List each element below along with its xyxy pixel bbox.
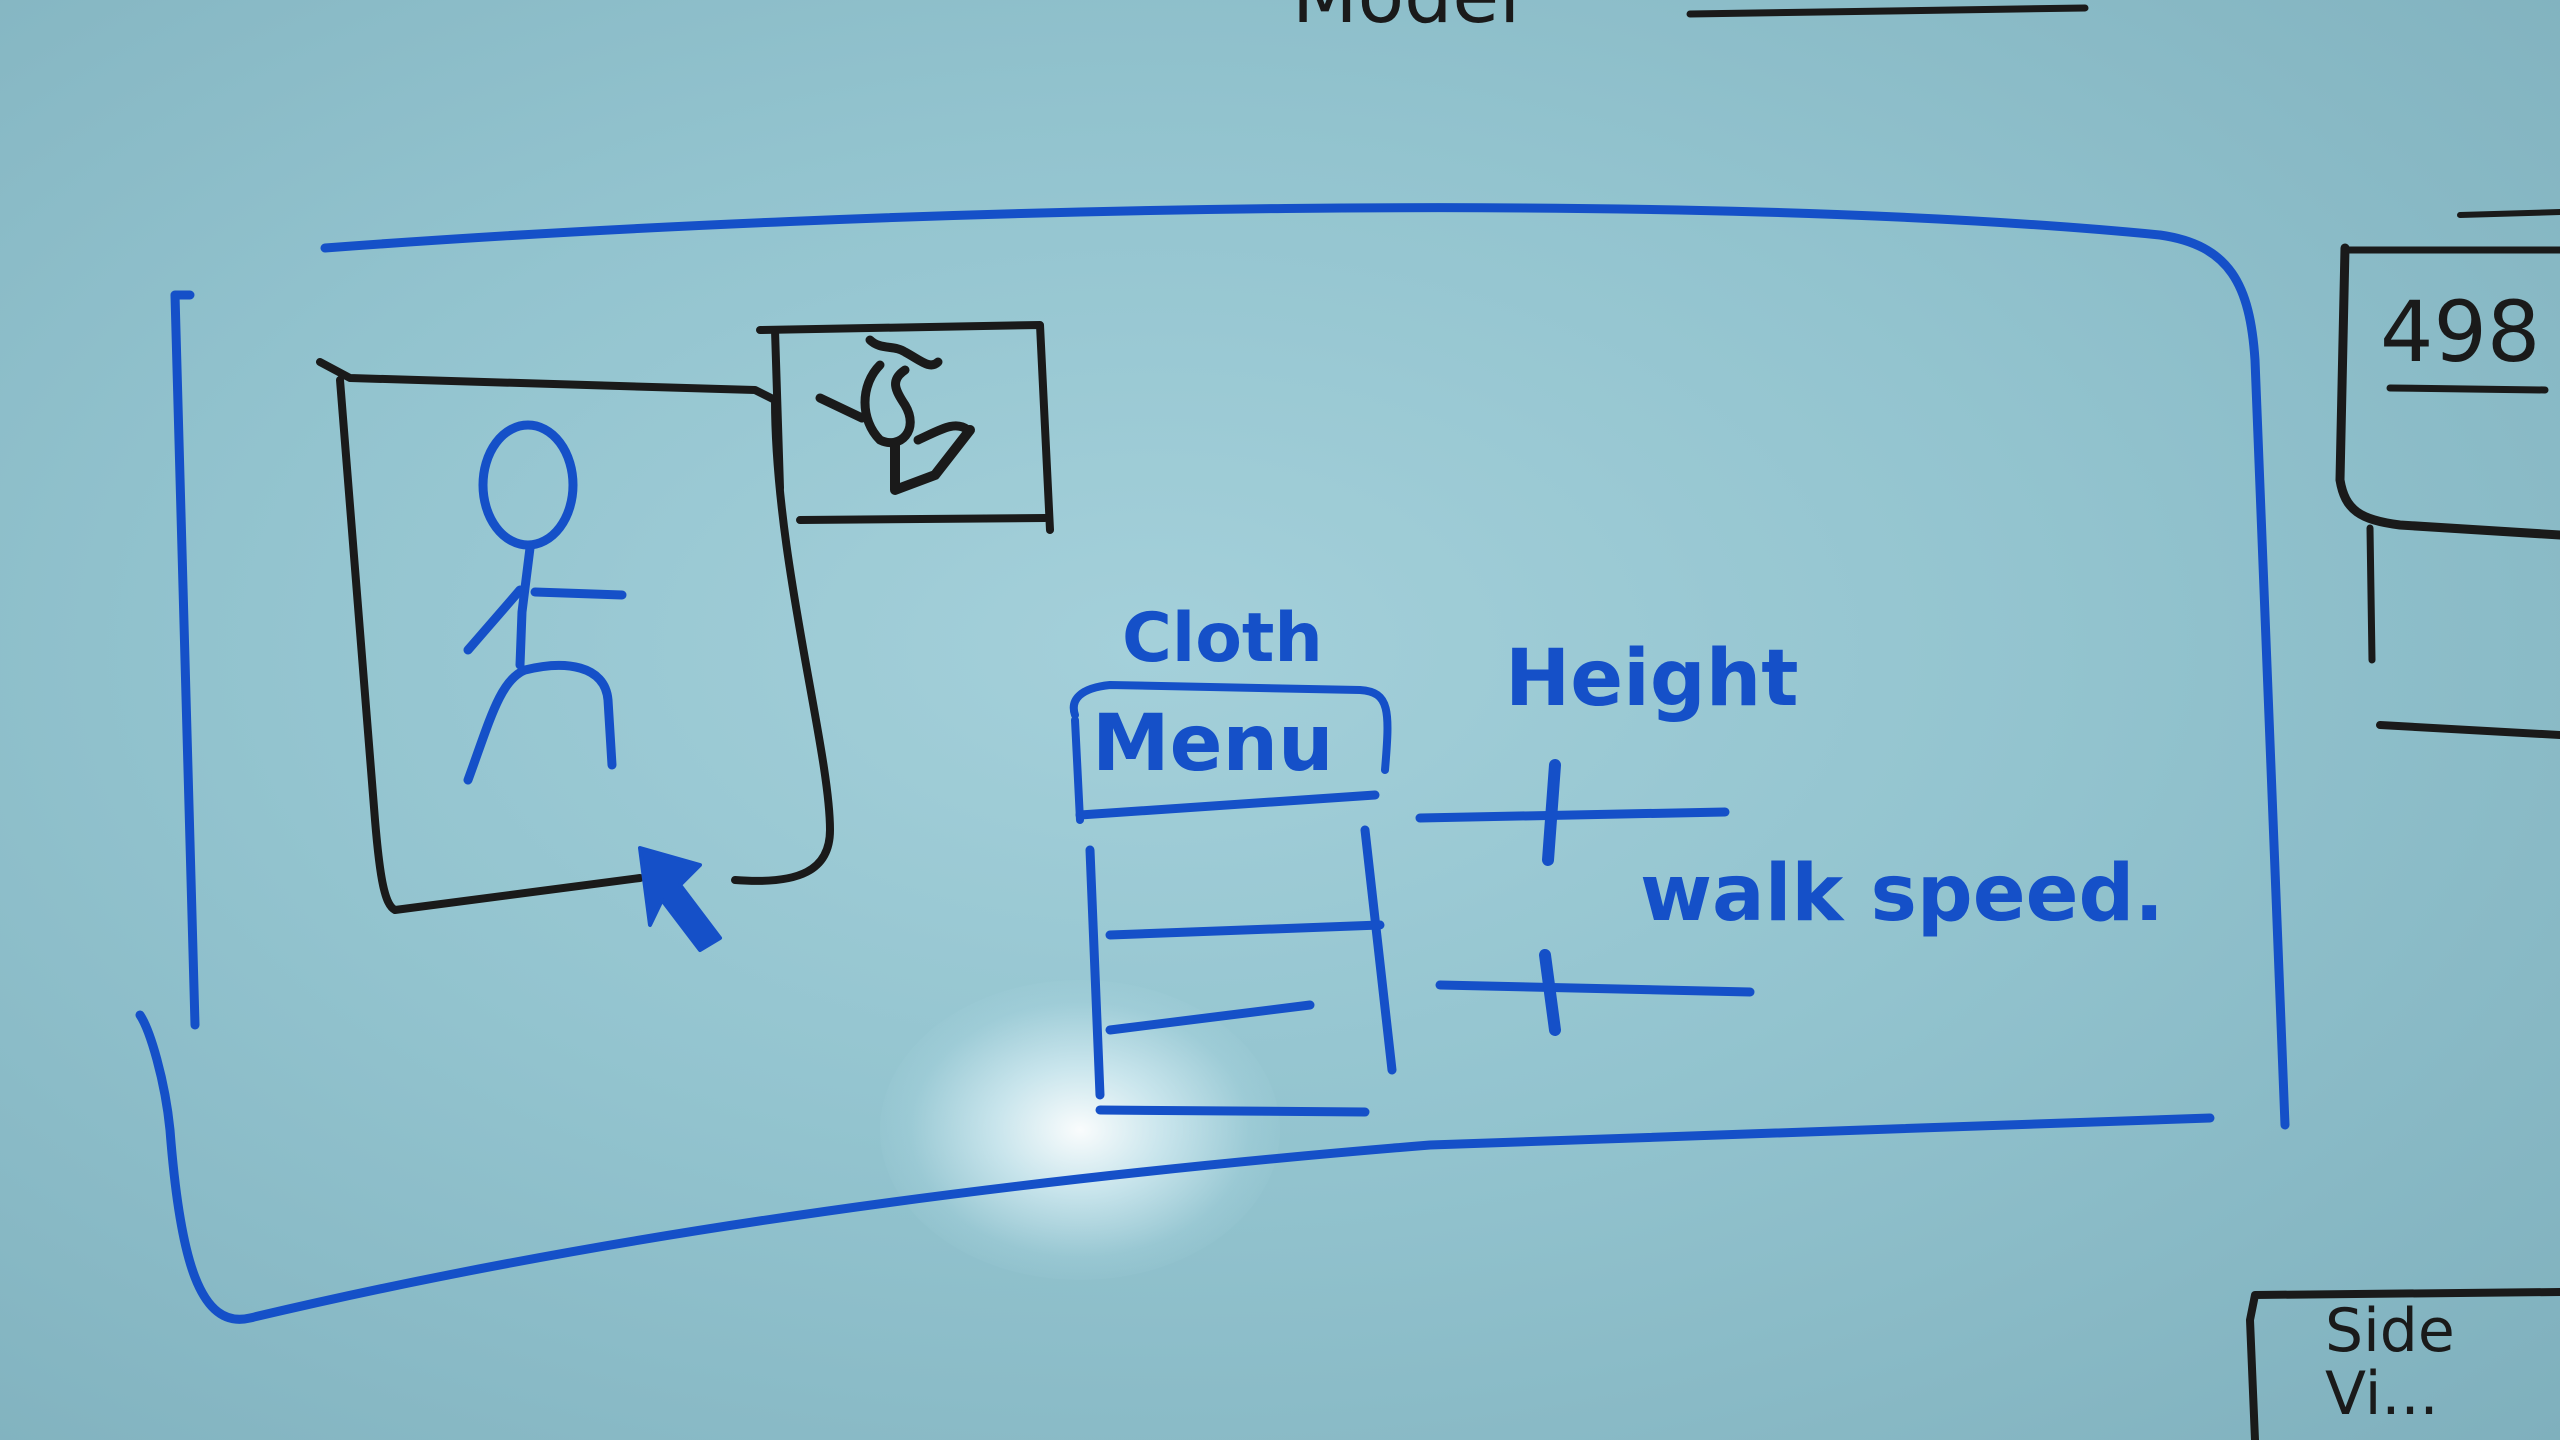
cloth-menu-box: [1069, 681, 1397, 1117]
light-glare: [880, 980, 1280, 1280]
height-slider: [1415, 759, 1730, 866]
character-preview-panel: [316, 358, 834, 914]
cursor-arrow-icon: [638, 846, 722, 952]
walk-speed-slider: [1435, 949, 1755, 1036]
walk-speed-label: walk speed.: [1640, 849, 2164, 939]
box-number-label: 498: [2380, 283, 2541, 381]
model-label: Model: [1292, 0, 1520, 34]
preview-thumbnail: [756, 321, 1054, 534]
height-label: Height: [1505, 634, 1799, 724]
bottom-right-box: [2246, 1288, 2560, 1440]
side-view-label: Side Vi...: [2325, 1296, 2455, 1429]
cloth-label: Cloth: [1122, 599, 1323, 678]
menu-label: Menu: [1092, 699, 1334, 789]
stick-figure: [463, 420, 627, 785]
outer-frame: [135, 203, 2290, 1324]
top-underline: [1686, 4, 2089, 18]
right-edge-box: [2335, 209, 2560, 739]
